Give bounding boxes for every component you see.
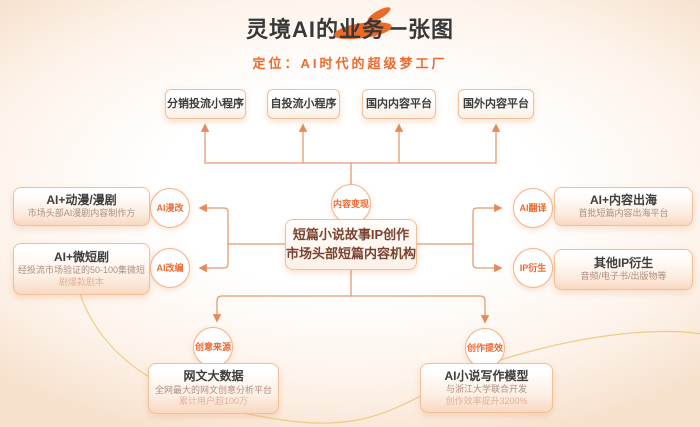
box-subtitle-line1: 全网最大的网文创意分析平台 (154, 384, 272, 395)
platform-label: 国内内容平台 (366, 97, 432, 110)
box-subtitle: 首批短篇内容出海平台 (578, 208, 669, 219)
badge-ai-adaptation: AI改编 (150, 248, 190, 288)
badge-ai-translation: AI翻译 (513, 188, 553, 228)
page-title: 灵境AI的业务一张图 (0, 12, 700, 44)
platform-label: 自投流小程序 (270, 97, 337, 110)
box-subtitle-line1: 与浙江大学联合开发 (445, 384, 527, 395)
hub-connectors (198, 123, 503, 324)
box-title: AI+内容出海 (589, 192, 657, 207)
center-core-box: 短篇小说故事IP创作 市场头部短篇内容机构 (285, 219, 417, 270)
bottom-box-ai-novel-writing-model: AI小说写作模型 与浙江大学联合开发 创作效率提升3200% (420, 363, 553, 413)
box-title: AI+动漫/漫剧 (46, 192, 117, 207)
right-box-other-ip-derivatives: 其他IP衍生 音频/电子书/出版物等 (554, 249, 693, 290)
platform-label: 国外内容平台 (463, 97, 529, 110)
platform-box-self-miniprogram: 自投流小程序 (267, 89, 340, 119)
badge-creation-efficiency: 创作提效 (465, 328, 505, 368)
left-box-ai-microdrama: AI+微短剧 经投流市场验证的50-100集微短 剧爆款剧本 (13, 243, 150, 295)
box-subtitle-line1: 经投流市场验证的50-100集微短 (17, 265, 146, 276)
platform-box-domestic-content: 国内内容平台 (362, 89, 436, 119)
badge-idea-source: 创意来源 (193, 327, 233, 367)
page-title-highlight: 业务 (333, 12, 393, 44)
badge-ai-comic-adaptation: AI漫改 (150, 188, 190, 228)
box-title: AI小说写作模型 (444, 368, 529, 383)
right-box-ai-content-overseas: AI+内容出海 首批短篇内容出海平台 (554, 187, 693, 226)
box-title: 其他IP衍生 (593, 255, 654, 270)
decorative-curve (77, 287, 700, 424)
box-subtitle-line2: 创作效率提升3200% (445, 395, 528, 406)
platform-box-distribution-miniprogram: 分销投流小程序 (165, 89, 246, 119)
platform-label: 分销投流小程序 (167, 97, 244, 110)
box-title: 网文大数据 (183, 369, 244, 384)
box-subtitle: 音频/电子书/出版物等 (580, 271, 667, 282)
platform-box-overseas-content: 国外内容平台 (458, 89, 534, 119)
page-title-suffix: 一张图 (385, 17, 455, 42)
box-title: AI+微短剧 (53, 249, 109, 264)
positioning-subtitle: 定位：AI时代的超级梦工厂 (252, 56, 448, 71)
center-line1: 短篇小说故事IP创作 (292, 226, 410, 242)
bottom-box-webnovel-bigdata: 网文大数据 全网最大的网文创意分析平台 累计用户超100万 (148, 363, 279, 414)
left-box-ai-anime: AI+动漫/漫剧 市场头部AI漫剧内容制作方 (13, 187, 150, 226)
page-title-prefix: 灵境AI的 (245, 17, 339, 42)
box-subtitle: 市场头部AI漫剧内容制作方 (27, 208, 136, 219)
center-line2: 市场头部短篇内容机构 (286, 245, 417, 261)
badge-ip-derivatives: IP衍生 (513, 248, 553, 288)
hub-badge-monetization: 内容变现 (331, 184, 371, 224)
box-subtitle-line2: 剧爆款剧本 (58, 276, 104, 287)
box-subtitle-line2: 累计用户超100万 (178, 396, 249, 407)
